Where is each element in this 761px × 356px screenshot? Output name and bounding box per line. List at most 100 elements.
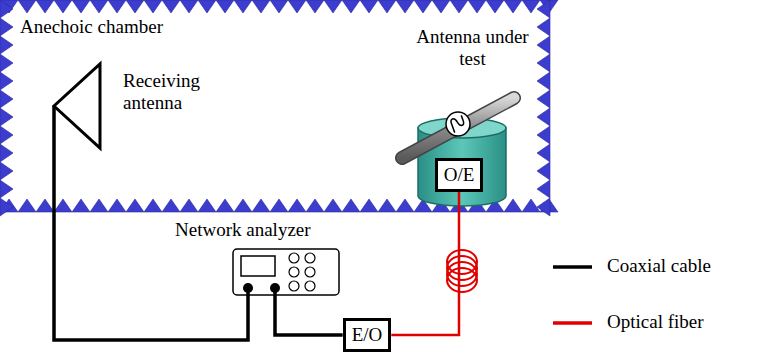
absorber-cone (537, 198, 550, 216)
source-symbol (446, 112, 470, 136)
absorber-cone (288, 0, 306, 13)
absorber-cone (0, 54, 13, 72)
absorber-cone (522, 199, 540, 212)
absorber-cone (270, 199, 288, 212)
converter-box: E/O (343, 318, 392, 352)
absorber-cone (486, 0, 504, 13)
legend-coax-sample (553, 265, 592, 269)
absorber-cone (537, 0, 550, 18)
absorber-cone (234, 0, 252, 13)
absorber-cone (18, 0, 36, 13)
absorber-cone (270, 0, 288, 13)
absorber-cone (522, 0, 540, 13)
absorber-cone (0, 144, 13, 162)
absorber-cone (0, 126, 13, 144)
absorber-cone (537, 126, 550, 144)
absorber-cone (234, 199, 252, 212)
absorber-cone (537, 54, 550, 72)
absorber-cone (324, 199, 342, 212)
absorber-cone (54, 199, 72, 212)
absorber-cone (72, 199, 90, 212)
absorber-cone (378, 199, 396, 212)
absorber-cone (306, 0, 324, 13)
absorber-cone (342, 0, 360, 13)
absorber-cone (0, 36, 13, 54)
box-label: O/E (444, 164, 475, 186)
absorber-cone (180, 0, 198, 13)
absorber-cone (0, 162, 13, 180)
absorber-cone (537, 36, 550, 54)
absorber-cone (144, 199, 162, 212)
absorber-cone (504, 0, 522, 13)
absorber-cone (396, 0, 414, 13)
antenna-label: Antenna under test (405, 26, 540, 70)
absorber-wall (0, 0, 558, 216)
heading: Network analyzer (175, 219, 311, 241)
absorber-cone (0, 108, 13, 126)
absorber-cone (450, 0, 468, 13)
absorber-cone (216, 0, 234, 13)
analyzer-body (232, 248, 340, 296)
heading: Anechoic chamber (20, 16, 163, 38)
legend-fiber-sample (553, 321, 592, 325)
converter-box: O/E (435, 158, 484, 192)
absorber-cone (342, 199, 360, 212)
absorber-cone (324, 0, 342, 13)
absorber-cone (0, 198, 13, 216)
absorber-cone (288, 199, 306, 212)
absorber-cone (306, 199, 324, 212)
absorber-cone (54, 0, 72, 13)
optical-fiber (391, 192, 459, 335)
absorber-cone (180, 199, 198, 212)
absorber-cone (198, 199, 216, 212)
absorber-cone (378, 0, 396, 13)
absorber-cone (108, 199, 126, 212)
horn-antenna (54, 64, 100, 148)
absorber-cone (216, 199, 234, 212)
absorber-cone (144, 0, 162, 13)
absorber-cone (537, 90, 550, 108)
absorber-cone (0, 18, 13, 36)
absorber-cone (537, 162, 550, 180)
absorber-cone (72, 0, 90, 13)
absorber-cone (36, 0, 54, 13)
box-label: E/O (352, 324, 383, 346)
absorber-cone (162, 199, 180, 212)
absorber-cone (0, 180, 13, 198)
absorber-cone (537, 144, 550, 162)
absorber-cone (0, 72, 13, 90)
dipole-antenna (402, 98, 514, 158)
absorber-cone (0, 90, 13, 108)
absorber-cone (108, 0, 126, 13)
absorber-cone (252, 0, 270, 13)
absorber-cone (537, 18, 550, 36)
absorber-cone (432, 0, 450, 13)
legend-text: Optical fiber (607, 311, 704, 333)
absorber-cone (468, 0, 486, 13)
absorber-cone (0, 0, 13, 18)
absorber-cone (396, 199, 414, 212)
absorber-cone (18, 199, 36, 212)
absorber-cone (504, 199, 522, 212)
absorber-cone (90, 199, 108, 212)
absorber-cone (537, 72, 550, 90)
absorber-cone (537, 180, 550, 198)
network-analyzer: Network analyzer (232, 248, 340, 296)
fiber-coil (447, 250, 477, 292)
absorber-cone (126, 0, 144, 13)
absorber-cone (36, 199, 54, 212)
absorber-cone (198, 0, 216, 13)
absorber-cone (537, 108, 550, 126)
absorber-cone (252, 199, 270, 212)
coaxial-cable (275, 296, 343, 335)
absorber-cone (414, 0, 432, 13)
absorber-cone (360, 0, 378, 13)
absorber-cone (360, 199, 378, 212)
antenna-label: Receiving antenna (123, 70, 233, 114)
legend-text: Coaxial cable (607, 255, 711, 277)
absorber-cone (126, 199, 144, 212)
absorber-cone (162, 0, 180, 13)
absorber-cone (90, 0, 108, 13)
